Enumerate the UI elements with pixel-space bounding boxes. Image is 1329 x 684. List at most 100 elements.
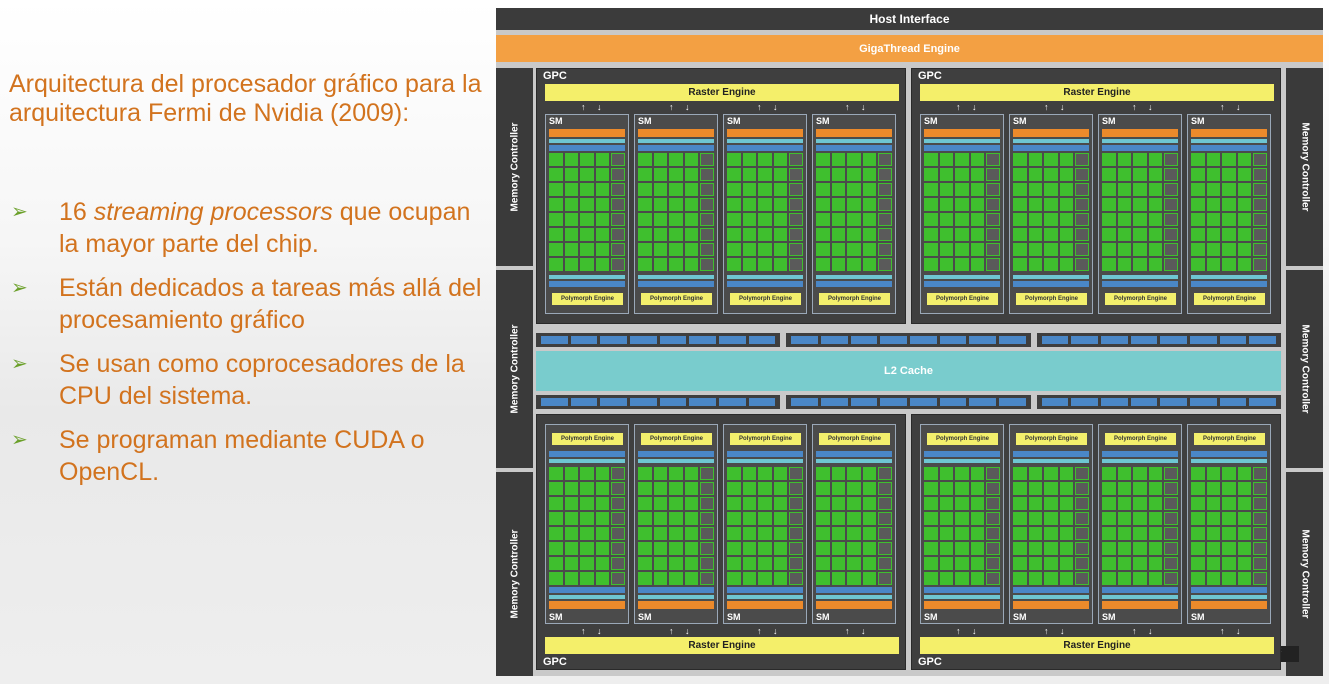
cuda-core [831,168,846,181]
arrow-up-icon: ↑ [956,102,961,112]
arrow-down-icon: ↓ [597,626,602,636]
cuda-core [580,467,594,480]
cuda-core [1191,228,1205,241]
raster-engine-block: Raster Engine [920,637,1274,654]
cuda-core [970,213,985,226]
instruction-cache-bar [924,129,1000,137]
sfu-unit [1075,243,1089,256]
cuda-core [1148,183,1163,196]
cuda-core [831,243,846,256]
cuda-core [564,497,579,510]
sfu-unit [1253,467,1267,480]
cuda-core [758,153,772,166]
cuda-core [924,557,938,570]
instruction-cache-bar [924,601,1000,609]
shared-memory-bar [1013,451,1089,457]
arrow-up-icon: ↑ [1220,626,1225,636]
cuda-core [595,497,610,510]
cuda-core [1044,527,1058,540]
arrow-up-icon: ↑ [956,626,961,636]
warp-scheduler-bar [924,139,1000,143]
cuda-core [1133,527,1147,540]
cuda-core [816,258,830,271]
cuda-core [1102,482,1116,495]
sfu-unit [611,183,625,196]
cuda-core [1237,512,1252,525]
interconnect-bar [549,459,625,463]
bullet-arrow-icon: ➢ [11,429,28,451]
cuda-core [727,153,741,166]
cuda-core [1191,572,1205,585]
sfu-unit [1253,228,1267,241]
cuda-core [564,557,579,570]
cuda-core [1191,168,1205,181]
cuda-core [653,258,668,271]
cuda-core [1013,153,1027,166]
cuda-core [684,512,699,525]
cuda-core [1028,243,1043,256]
cuda-core [862,512,877,525]
sfu-unit [1164,243,1178,256]
cuda-core [1222,557,1236,570]
cuda-core [1013,183,1027,196]
cuda-core [758,542,772,555]
register-file-bar [816,145,892,151]
interconnect-bar [1102,275,1178,279]
cuda-core [669,198,683,211]
cuda-core [1222,243,1236,256]
cuda-core [1237,183,1252,196]
cuda-core [1206,153,1221,166]
sfu-unit [1164,213,1178,226]
cuda-core [549,512,563,525]
cuda-core [684,467,699,480]
register-file-bar [638,587,714,593]
sfu-unit [1164,557,1178,570]
cuda-core [669,572,683,585]
cuda-core [1059,542,1074,555]
cuda-core [1133,243,1147,256]
arrow-up-icon: ↑ [1132,102,1137,112]
cuda-core [1206,482,1221,495]
cuda-core [831,228,846,241]
cuda-core [564,153,579,166]
cuda-core [1117,228,1132,241]
cuda-core-grid [727,153,803,271]
sfu-unit [700,482,714,495]
sfu-unit [1075,572,1089,585]
cuda-core [1102,183,1116,196]
cuda-core [847,153,861,166]
sfu-unit [1075,168,1089,181]
cuda-core [742,572,757,585]
arrow-down-icon: ↓ [861,102,866,112]
cuda-core [1133,497,1147,510]
sfu-unit [1164,183,1178,196]
cuda-core [773,542,788,555]
cuda-core [1059,183,1074,196]
sfu-unit [986,198,1000,211]
cuda-core [549,213,563,226]
sfu-unit [986,183,1000,196]
cuda-core [816,572,830,585]
arrow-down-icon: ↓ [972,102,977,112]
polymorph-engine-block: Polymorph Engine [927,433,998,445]
cuda-core [653,228,668,241]
sfu-unit [789,153,803,166]
cuda-core [742,497,757,510]
cuda-core [742,198,757,211]
sm-label: SM [549,612,563,622]
warp-scheduler-bar [816,139,892,143]
cuda-core [955,572,969,585]
cuda-core [580,183,594,196]
sfu-unit [878,572,892,585]
cuda-core [847,258,861,271]
cuda-core [1133,482,1147,495]
cuda-core [862,527,877,540]
warp-scheduler-bar [1013,595,1089,599]
cuda-core [1059,482,1074,495]
cuda-core [727,213,741,226]
cuda-core [684,228,699,241]
cuda-core [1044,228,1058,241]
cuda-core-grid [638,467,714,585]
